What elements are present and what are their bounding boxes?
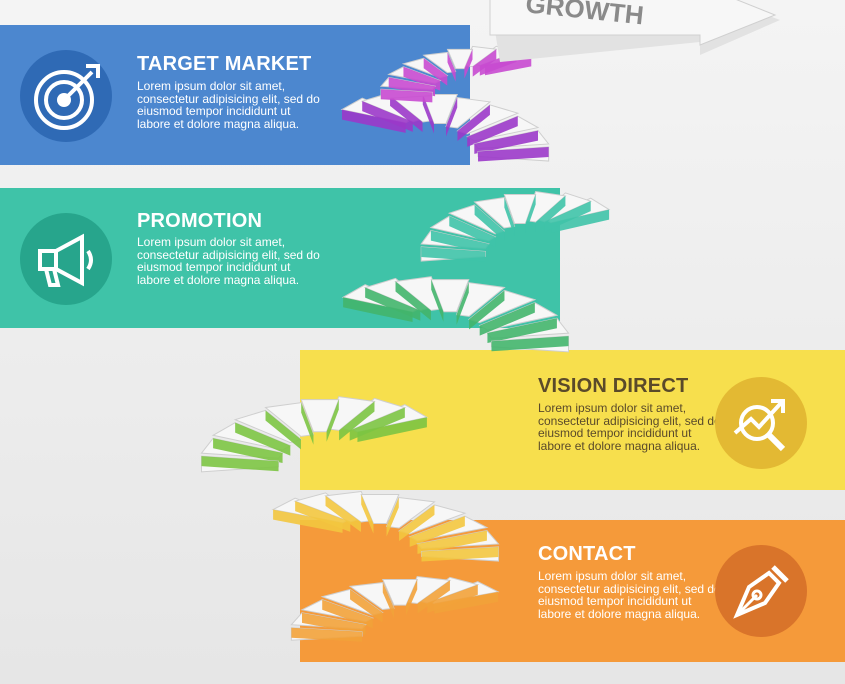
stair-riser	[390, 95, 423, 132]
stair-riser	[417, 580, 450, 614]
stair-riser	[447, 52, 456, 82]
stair-riser	[350, 589, 383, 623]
stair-riser	[406, 579, 418, 616]
stair-riser	[201, 456, 279, 472]
banner-title: TARGET MARKET	[137, 53, 312, 75]
banner-contact: CONTACT Lorem ipsum dolor sit amet, cons…	[300, 520, 845, 662]
stair-riser	[421, 246, 486, 262]
stair-riser	[343, 297, 413, 323]
banner-title: PROMOTION	[137, 210, 263, 232]
stair-riser	[504, 197, 515, 237]
stair-riser	[421, 546, 499, 562]
banner-text: Lorem ipsum dolor sit amet, consectetur …	[538, 569, 721, 621]
banner-text: Lorem ipsum dolor sit amet, consectetur …	[137, 79, 320, 131]
growth-arrow: GROWTH	[489, 0, 780, 62]
stair-riser	[484, 56, 532, 76]
target-icon	[20, 50, 112, 142]
stair-riser	[434, 591, 499, 614]
stair-riser	[478, 146, 549, 162]
stair-riser	[409, 516, 465, 547]
pen-nib-icon	[715, 545, 807, 637]
stair-riser	[382, 582, 394, 619]
stair-riser	[467, 116, 518, 147]
stair-riser	[474, 204, 505, 241]
stair-riser	[422, 94, 434, 134]
stair-riser	[399, 504, 435, 541]
stair-riser	[431, 279, 444, 322]
stair-riser	[464, 49, 473, 79]
stair-riser	[479, 302, 535, 336]
stair-riser	[322, 599, 373, 629]
stair-riser	[357, 417, 427, 443]
stair-riser	[535, 195, 566, 232]
stair-riser	[349, 407, 405, 441]
stair-riser	[456, 282, 469, 325]
stair-riser	[417, 530, 487, 554]
stair-riser	[551, 209, 610, 233]
stair-riser	[427, 584, 478, 614]
stair-riser	[326, 399, 339, 442]
stair-riser	[472, 49, 497, 77]
stair-riser	[301, 612, 366, 635]
stair-riser	[325, 495, 361, 532]
stair-riser	[362, 101, 413, 132]
stair-riser	[525, 194, 536, 234]
stair-riser	[361, 494, 374, 534]
banner-text: Lorem ipsum dolor sit amet, consectetur …	[538, 401, 721, 453]
stair-riser	[457, 104, 490, 141]
banner-text: Lorem ipsum dolor sit amet, consectetur …	[137, 235, 320, 287]
stair-tread	[382, 578, 418, 606]
banner-title: VISION DIRECT	[538, 375, 689, 397]
banner-title: CONTACT	[538, 543, 636, 565]
stair-riser	[446, 97, 458, 137]
stair-riser	[301, 402, 314, 445]
stair-riser	[386, 497, 399, 537]
stair-riser	[395, 281, 431, 321]
stair-riser	[487, 318, 557, 344]
stair-tread	[300, 399, 340, 433]
stair-riser	[430, 230, 489, 254]
magnifier-growth-icon	[715, 377, 807, 469]
stair-riser	[265, 410, 301, 450]
stair-riser	[474, 130, 539, 154]
stair-riser	[380, 89, 433, 103]
stair-riser	[365, 287, 421, 321]
stair-riser	[469, 290, 505, 330]
stair-riser	[295, 501, 351, 532]
stair-riser	[213, 438, 283, 464]
stair-riser	[341, 109, 406, 133]
stair-riser	[235, 422, 291, 456]
stair-riser	[291, 627, 362, 642]
stair-riser	[403, 66, 441, 91]
stair-riser	[423, 58, 448, 86]
megaphone-icon	[20, 213, 112, 305]
stair-riser	[491, 336, 569, 352]
stair-tread	[430, 279, 470, 313]
stair-riser	[273, 509, 343, 533]
stair-riser	[339, 401, 375, 441]
stair-tread	[446, 48, 474, 70]
stair-riser	[449, 216, 496, 247]
stair-riser	[544, 201, 591, 232]
